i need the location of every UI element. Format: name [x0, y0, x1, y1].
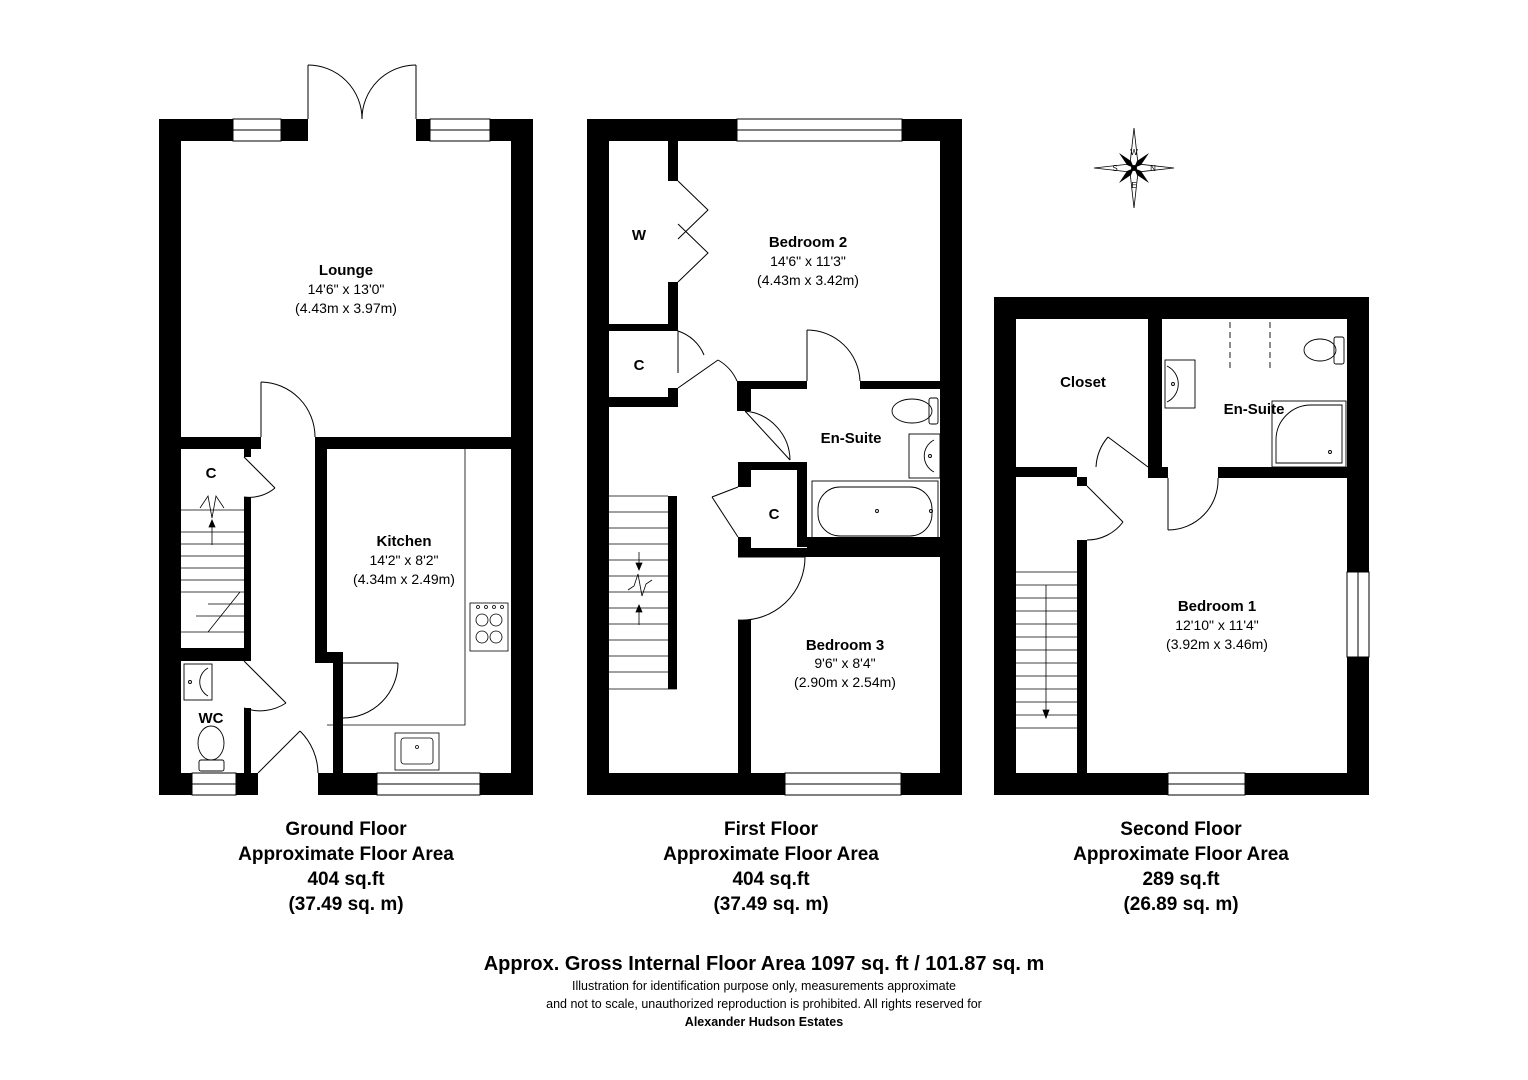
disclaimer-line-1: Illustration for identification purpose …: [572, 979, 956, 993]
bedroom2-size-metric: (4.43m x 3.42m): [757, 272, 859, 288]
compass-north-label: N: [1150, 164, 1156, 173]
wc-fittings: [183, 663, 225, 772]
agency-name: Alexander Hudson Estates: [684, 1015, 844, 1029]
second-floor-walls: [994, 297, 1369, 795]
bedroom3-size-imperial: 9'6" x 8'4": [814, 655, 875, 671]
kitchen-size-metric: (4.34m x 2.49m): [353, 571, 455, 587]
ground-floor-area-sqft: 404 sq.ft: [307, 869, 385, 890]
second-floor-area-label: Approximate Floor Area: [1073, 844, 1289, 865]
bedroom2-name: Bedroom 2: [769, 234, 847, 251]
second-floor-doors: [1086, 436, 1219, 541]
first-floor-doors: [677, 180, 861, 621]
footer: Approx. Gross Internal Floor Area 1097 s…: [264, 951, 1264, 1031]
bedroom1-size-metric: (3.92m x 3.46m): [1166, 636, 1268, 652]
ground-floor-area-sqm: (37.49 sq. m): [288, 894, 404, 915]
first-floor-area-block: First Floor Approximate Floor Area 404 s…: [591, 817, 951, 917]
second-floor-stairs: [1016, 571, 1077, 729]
bedroom3-name: Bedroom 3: [806, 637, 884, 654]
second-floor-area-sqft: 289 sq.ft: [1142, 869, 1220, 890]
room-labels: Lounge 14'6" x 13'0" (4.43m x 3.97m) C K…: [199, 227, 1285, 727]
second-floor-plan: [994, 297, 1370, 796]
first-floor-stairs: [609, 495, 677, 690]
bedroom2-size-imperial: 14'6" x 11'3": [770, 253, 846, 269]
gross-internal-area: Approx. Gross Internal Floor Area 1097 s…: [483, 953, 1045, 975]
bedroom1-size-imperial: 12'10" x 11'4": [1175, 617, 1259, 633]
ground-floor-walls: [159, 119, 533, 795]
second-floor-windows: [1167, 571, 1370, 796]
first-floor-area-sqft: 404 sq.ft: [732, 869, 810, 890]
compass-south-label: S: [1112, 164, 1117, 173]
ground-floor-title: Ground Floor: [285, 819, 407, 840]
first-ensuite-fittings: [811, 397, 941, 543]
ground-floor-plan: [159, 64, 533, 796]
second-floor-area-sqm: (26.89 sq. m): [1123, 894, 1239, 915]
wc-label: WC: [199, 710, 224, 727]
first-cupboard-a-label: C: [634, 357, 645, 374]
second-ensuite-label: En-Suite: [1224, 401, 1285, 418]
ground-cupboard-label: C: [206, 465, 217, 482]
first-cupboard-b-label: C: [769, 506, 780, 523]
second-floor-area-block: Second Floor Approximate Floor Area 289 …: [1001, 817, 1361, 917]
first-floor-title: First Floor: [724, 819, 818, 840]
kitchen-size-imperial: 14'2" x 8'2": [370, 552, 439, 568]
wardrobe-label: W: [632, 227, 647, 244]
bedroom1-name: Bedroom 1: [1178, 598, 1256, 615]
ground-floor-area-label: Approximate Floor Area: [238, 844, 454, 865]
second-ensuite-fittings: [1164, 322, 1347, 468]
compass-west-label: W: [1130, 148, 1138, 157]
first-floor-area-label: Approximate Floor Area: [663, 844, 879, 865]
lounge-size-imperial: 14'6" x 13'0": [308, 281, 385, 297]
ground-floor-area-block: Ground Floor Approximate Floor Area 404 …: [166, 817, 526, 917]
first-floor-walls: [587, 119, 962, 795]
ground-floor-windows: [191, 118, 491, 796]
ground-floor-stairs: [181, 494, 244, 633]
kitchen-name: Kitchen: [376, 533, 431, 550]
kitchen-fittings: [327, 449, 509, 771]
compass-rose-icon: W E S N: [1093, 127, 1175, 209]
first-floor-plan: [587, 118, 962, 796]
second-floor-title: Second Floor: [1120, 819, 1242, 840]
ground-floor-doors: [243, 64, 417, 774]
first-floor-area-sqm: (37.49 sq. m): [713, 894, 829, 915]
disclaimer-line-2: and not to scale, unauthorized reproduct…: [546, 997, 982, 1011]
first-ensuite-label: En-Suite: [821, 430, 882, 447]
compass-east-label: E: [1131, 181, 1136, 190]
closet-label: Closet: [1060, 374, 1106, 391]
bedroom3-size-metric: (2.90m x 2.54m): [794, 674, 896, 690]
lounge-size-metric: (4.43m x 3.97m): [295, 300, 397, 316]
lounge-name: Lounge: [319, 262, 373, 279]
first-floor-windows: [736, 118, 903, 796]
